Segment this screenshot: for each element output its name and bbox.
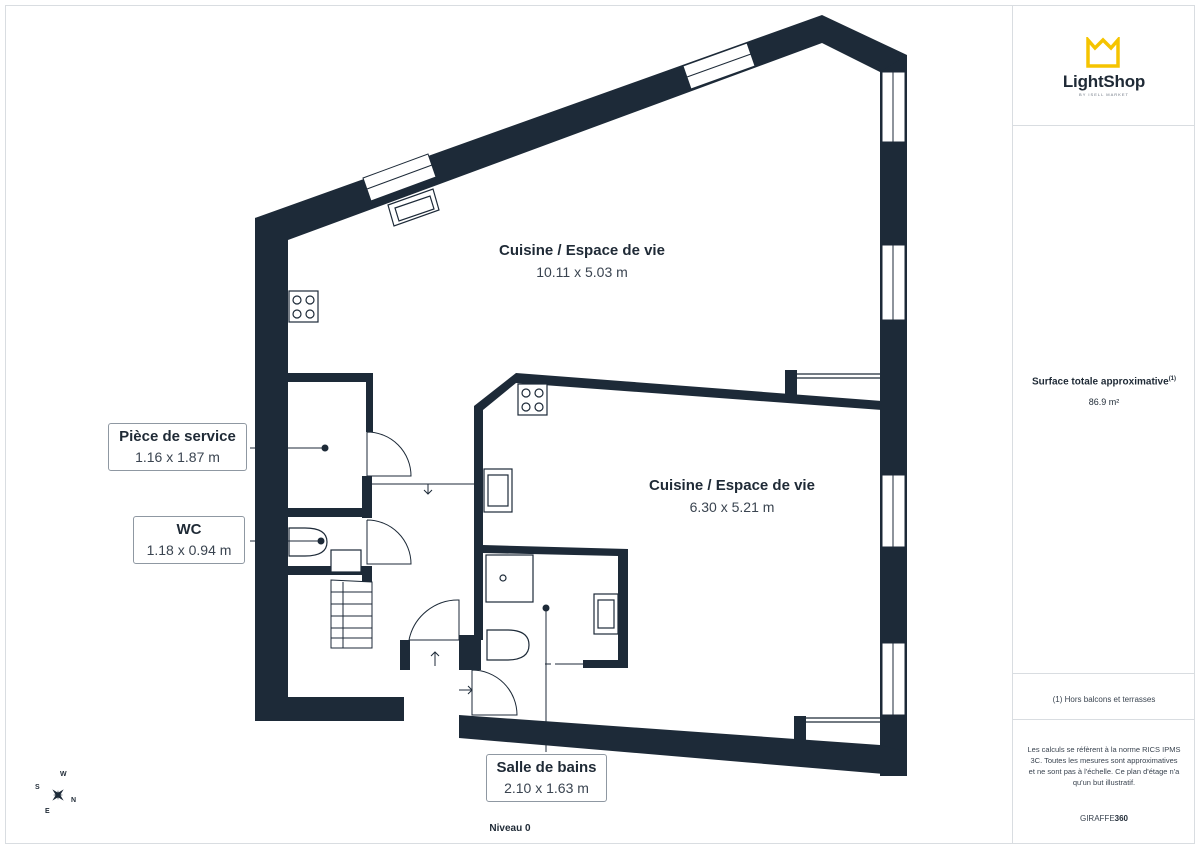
- wall-wc-bottom: [288, 566, 370, 575]
- room-dims-service: 1.16 x 1.87 m: [135, 449, 220, 465]
- room-dims-living-large: 10.11 x 5.03 m: [536, 264, 628, 280]
- disclaimer: Les calculs se réfèrent à la norme RICS …: [1027, 745, 1181, 787]
- door-swings: [366, 431, 518, 716]
- wall-right: [880, 55, 907, 776]
- wall-top: [255, 15, 907, 240]
- annotations: [250, 447, 583, 752]
- brand-logo-icon: [1086, 37, 1120, 68]
- room-dims-wc: 1.18 x 0.94 m: [146, 542, 232, 558]
- wall-pillar-top: [785, 370, 797, 395]
- wall-inner-living: [474, 373, 882, 640]
- door-service: [366, 431, 412, 477]
- anchor-dots: [317, 444, 550, 612]
- wall-entry-stub: [400, 640, 410, 670]
- wall-service-bottom: [288, 508, 363, 517]
- cooktop-icon-2: [517, 383, 548, 416]
- brand-name: LightShop: [1062, 72, 1146, 91]
- sidebar: LightShop BY ISELL MARKET Surface totale…: [1012, 5, 1195, 844]
- wall-bath-bottom: [583, 660, 628, 668]
- door-bath: [471, 669, 518, 716]
- wall-pillar-bottom: [794, 716, 806, 744]
- room-dims-living-small: 6.30 x 5.21 m: [689, 499, 775, 515]
- door-entry: [408, 599, 460, 641]
- credit: GIRAFFE360: [1079, 814, 1129, 823]
- appliances: [288, 188, 619, 661]
- wall-service-right: [362, 476, 372, 518]
- walls: [255, 15, 907, 776]
- room-name-wc: WC: [176, 521, 202, 538]
- wc-sink-icon: [330, 549, 362, 573]
- room-name-service: Pièce de service: [119, 428, 236, 445]
- room-label-service: Pièce de service 1.16 x 1.87 m: [108, 423, 247, 471]
- room-name-living-large: Cuisine / Espace de vie: [499, 242, 665, 259]
- room-label-wc: WC 1.18 x 0.94 m: [133, 516, 245, 564]
- compass-w: W: [60, 771, 67, 778]
- room-name-bathroom: Salle de bains: [496, 759, 597, 776]
- toilet-icon: [486, 629, 530, 661]
- wall-bottom: [459, 715, 907, 776]
- compass-e: E: [45, 808, 50, 815]
- cooktop-icon: [288, 290, 319, 323]
- sidebar-divider-3: [1013, 719, 1195, 720]
- total-area-value: 86.9 m²: [1088, 397, 1120, 407]
- door-wc: [366, 519, 412, 565]
- wall-service-top: [288, 373, 373, 432]
- compass-s: S: [35, 784, 40, 791]
- floor-plan: [52, 15, 907, 801]
- compass-rose-icon: [52, 789, 64, 801]
- windows: [362, 42, 906, 716]
- room-label-bathroom: Salle de bains 2.10 x 1.63 m: [486, 754, 607, 802]
- room-name-living-small: Cuisine / Espace de vie: [649, 477, 815, 494]
- wall-entry-right: [459, 635, 481, 670]
- sidebar-divider-2: [1013, 673, 1195, 674]
- brand-tagline: BY ISELL MARKET: [1079, 92, 1129, 97]
- footnote: (1) Hors balcons et terrasses: [1052, 695, 1156, 704]
- page-frame: [5, 5, 1195, 844]
- window-mullions: [366, 53, 894, 715]
- total-area-label: Surface totale approximative(1): [1031, 376, 1177, 388]
- total-area-footnote-mark: (1): [1168, 376, 1177, 382]
- toilet-icon-2: [288, 527, 328, 557]
- shower-icon: [485, 554, 534, 603]
- level-label: Niveau 0: [489, 823, 531, 834]
- sliding-doors: [797, 373, 880, 723]
- sidebar-divider-1: [1013, 125, 1195, 126]
- room-dims-bathroom: 2.10 x 1.63 m: [504, 780, 589, 796]
- stairs: [330, 579, 373, 649]
- wall-left: [255, 210, 404, 721]
- compass-n: N: [71, 797, 77, 804]
- wall-wc-right: [362, 566, 372, 582]
